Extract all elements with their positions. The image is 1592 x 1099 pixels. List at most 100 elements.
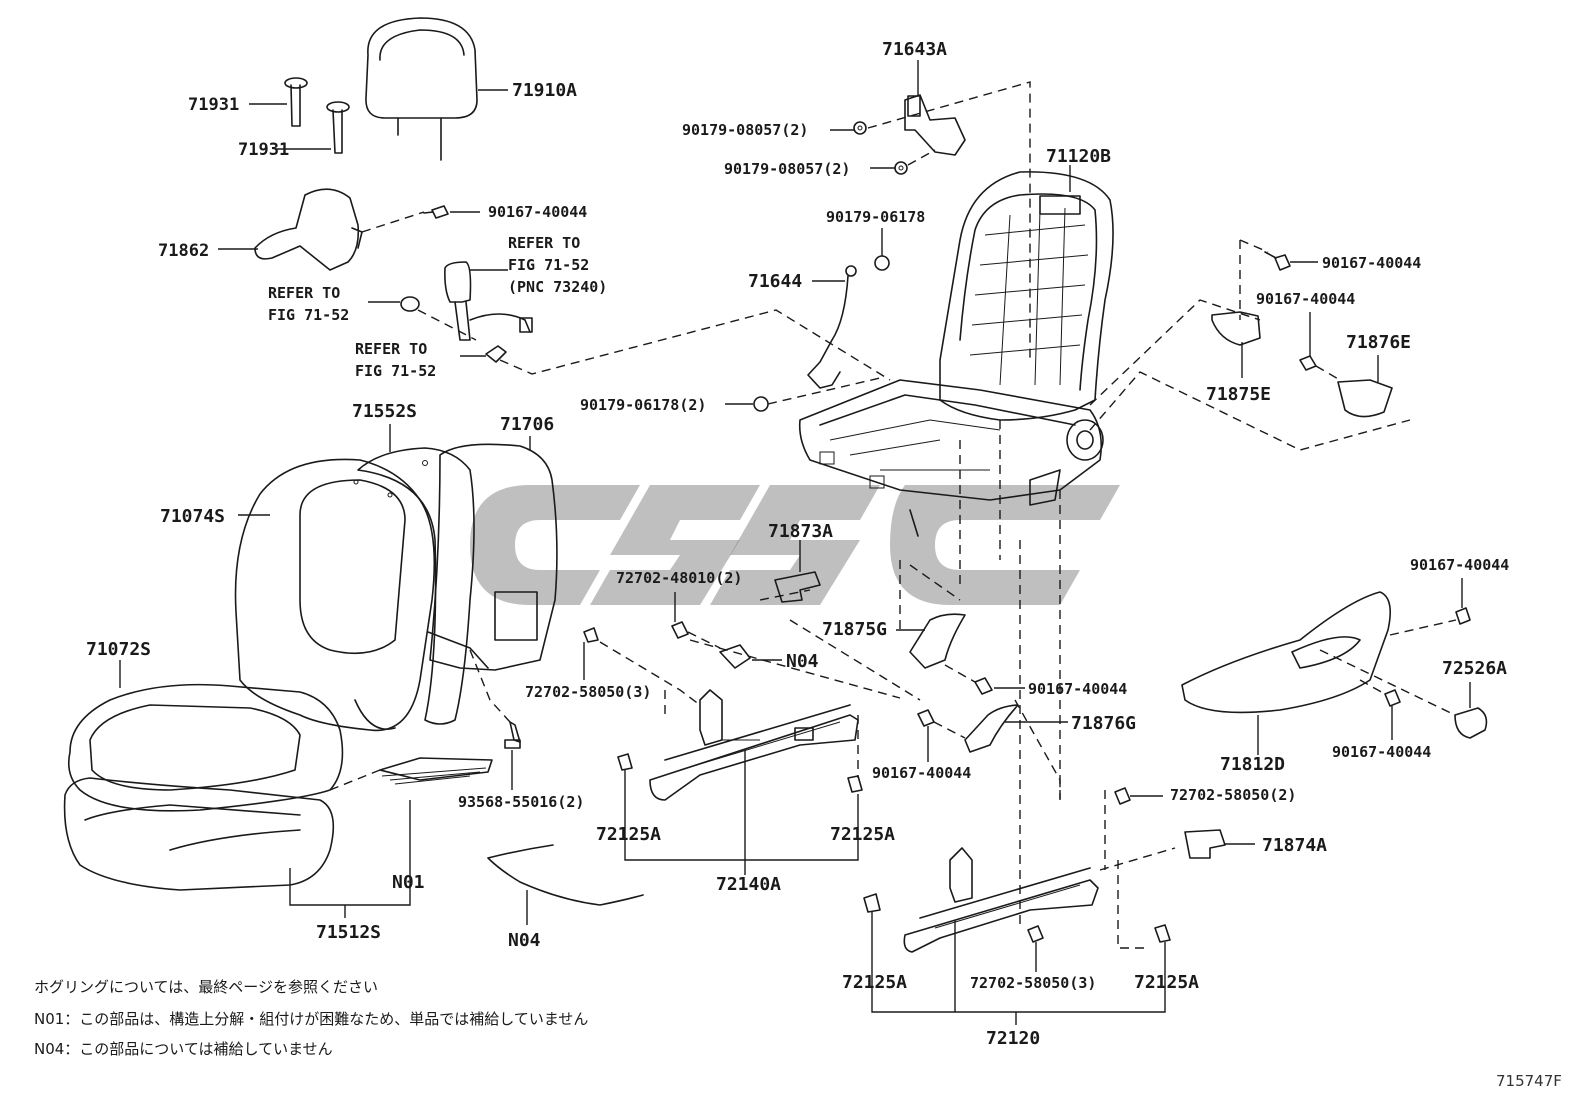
label-refer-2: REFER TO bbox=[268, 284, 340, 302]
label-72702-58050-a: 72702-58050(3) bbox=[525, 683, 651, 701]
bracket-71873A bbox=[774, 571, 821, 603]
label-N04-b: N04 bbox=[508, 930, 541, 951]
label-N01: N01 bbox=[392, 872, 425, 893]
bracket-72125A-1 bbox=[617, 753, 633, 771]
bracket-N04 bbox=[719, 644, 751, 669]
label-90179-08057-a: 90179-08057(2) bbox=[682, 121, 808, 139]
label-72526A: 72526A bbox=[1442, 658, 1507, 679]
note-N01: N01：この部品は、構造上分解・組付けが困難なため、単品では補給していません bbox=[34, 1010, 588, 1028]
label-71120B: 71120B bbox=[1046, 146, 1111, 167]
watermark-logo bbox=[470, 485, 1120, 605]
note-N04: N04：この部品については補給していません bbox=[34, 1040, 333, 1058]
label-71876G: 71876G bbox=[1071, 713, 1136, 734]
nut-90179-06178-2 bbox=[753, 396, 769, 412]
screw-90167-mid2 bbox=[917, 709, 935, 727]
seat-back-cover-71074S bbox=[234, 458, 436, 732]
label-72125A-4: 72125A bbox=[1134, 972, 1199, 993]
label-71875E: 71875E bbox=[1206, 384, 1271, 405]
cover-71876E bbox=[1337, 379, 1393, 418]
label-refer-1b: FIG 71-52 bbox=[508, 256, 589, 274]
label-71812D: 71812D bbox=[1220, 754, 1285, 775]
label-refer-3b: FIG 71-52 bbox=[355, 362, 436, 380]
cushion-frame-N01 bbox=[379, 757, 493, 785]
label-71706: 71706 bbox=[500, 414, 554, 435]
seat-frame-71120B bbox=[798, 171, 1114, 537]
side-cover-71812D bbox=[1181, 591, 1391, 714]
bracket-72125A-3 bbox=[863, 893, 881, 913]
headrest-guide-2 bbox=[326, 101, 350, 154]
screw-90167-r2 bbox=[1299, 355, 1317, 371]
label-72125A-3: 72125A bbox=[842, 972, 907, 993]
label-72702-58050-b: 72702-58050(2) bbox=[1170, 786, 1296, 804]
figure-id: 715747F bbox=[1496, 1072, 1562, 1090]
note-hog-ring: ホグリングについては、最終ページを参照ください bbox=[34, 978, 378, 996]
label-refer-3: REFER TO bbox=[355, 340, 427, 358]
label-90167-r2: 90167-40044 bbox=[1256, 290, 1355, 308]
label-71931-a: 71931 bbox=[188, 95, 239, 115]
label-72120: 72120 bbox=[986, 1028, 1040, 1049]
label-90179-08057-b: 90179-08057(2) bbox=[724, 160, 850, 178]
label-71512S: 71512S bbox=[316, 922, 381, 943]
recliner-bracket-71643A bbox=[904, 94, 966, 156]
label-71910A: 71910A bbox=[512, 80, 577, 101]
label-90179-06178: 90179-06178 bbox=[826, 208, 925, 226]
screw-90167-mid1 bbox=[974, 677, 993, 695]
shield-cover-71862 bbox=[254, 188, 363, 271]
label-71862: 71862 bbox=[158, 241, 209, 261]
label-refer-2b: FIG 71-52 bbox=[268, 306, 349, 324]
nut-90179-08057a bbox=[853, 121, 867, 135]
cover-71876G bbox=[964, 704, 1019, 753]
seat-track-72140A bbox=[649, 689, 859, 801]
bracket-72125A-4 bbox=[1154, 924, 1171, 943]
wire-N04 bbox=[487, 844, 644, 906]
label-71072S: 71072S bbox=[86, 639, 151, 660]
label-N04-a: N04 bbox=[786, 651, 819, 672]
label-71931-b: 71931 bbox=[238, 140, 289, 160]
label-71876E: 71876E bbox=[1346, 332, 1411, 353]
seat-cushion-pad-71512S bbox=[63, 777, 335, 891]
label-71552S: 71552S bbox=[352, 401, 417, 422]
label-72125A-1: 72125A bbox=[596, 824, 661, 845]
seat-track-72120 bbox=[903, 847, 1099, 953]
seat-back-board-71706 bbox=[427, 443, 558, 671]
wire-harness-71644 bbox=[807, 265, 857, 389]
footnotes: ホグリングについては、最終ページを参照ください N01：この部品は、構造上分解・… bbox=[34, 978, 588, 1058]
seat-belt-buckle bbox=[444, 261, 533, 341]
clip-93568 bbox=[504, 721, 521, 749]
washer-2 bbox=[485, 345, 507, 363]
label-refer-1c: (PNC 73240) bbox=[508, 278, 607, 296]
bolt-72702-58050c bbox=[1027, 925, 1044, 943]
label-71644: 71644 bbox=[748, 271, 802, 292]
label-90167-top: 90167-40044 bbox=[488, 203, 587, 221]
label-71074S: 71074S bbox=[160, 506, 225, 527]
bracket-71874A bbox=[1184, 829, 1226, 859]
label-71875G: 71875G bbox=[822, 619, 887, 640]
nut-90179-06178 bbox=[874, 255, 890, 271]
cover-71875G bbox=[909, 613, 966, 669]
label-90167-mid2: 90167-40044 bbox=[872, 764, 971, 782]
label-71643A: 71643A bbox=[882, 39, 947, 60]
bracket-72125A-2 bbox=[847, 775, 863, 793]
bolt-72702-58050a bbox=[583, 627, 599, 643]
washer-1 bbox=[400, 296, 420, 312]
knob-72526A bbox=[1454, 707, 1488, 739]
label-72702-48010: 72702-48010(2) bbox=[616, 569, 742, 587]
screw-90167-r1 bbox=[1264, 251, 1291, 271]
label-93568: 93568-55016(2) bbox=[458, 793, 584, 811]
bolt-72702-48010 bbox=[671, 621, 689, 639]
label-90179-06178-2: 90179-06178(2) bbox=[580, 396, 706, 414]
nut-90179-08057b bbox=[894, 161, 908, 175]
screw-90167-r3 bbox=[1455, 607, 1471, 625]
label-90167-r1: 90167-40044 bbox=[1322, 254, 1421, 272]
headrest bbox=[365, 17, 478, 161]
label-90167-r4: 90167-40044 bbox=[1332, 743, 1431, 761]
screw-90167-r4 bbox=[1384, 689, 1401, 707]
headrest-guide-1 bbox=[284, 77, 308, 127]
label-71873A: 71873A bbox=[768, 521, 833, 542]
label-72702-58050-c: 72702-58050(3) bbox=[970, 974, 1096, 992]
bolt-72702-58050b bbox=[1114, 787, 1131, 805]
part-labels: 71931 71931 71910A 71862 90167-40044 REF… bbox=[86, 39, 1509, 1049]
seat-back-pad-71552S bbox=[353, 447, 475, 725]
label-71874A: 71874A bbox=[1262, 835, 1327, 856]
